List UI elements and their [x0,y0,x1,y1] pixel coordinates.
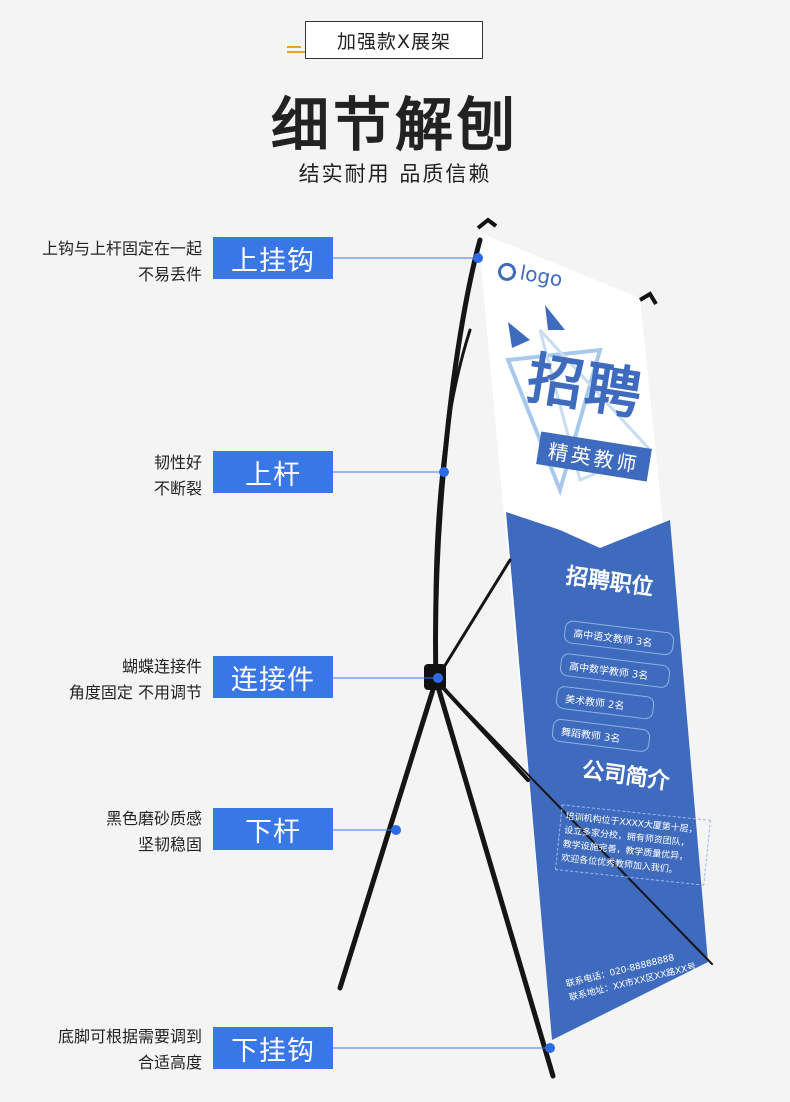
desc-line: 黑色磨砂质感 [105,809,202,828]
desc-line: 蝴蝶连接件 [121,657,202,676]
label-connector: 连接件 [213,656,333,698]
feature-desc-upper-pole: 韧性好 不断裂 [154,450,202,502]
desc-line: 上钩与上杆固定在一起 [41,239,202,258]
feature-desc-connector: 蝴蝶连接件 角度固定 不用调节 [69,654,202,706]
desc-line: 不易丢件 [137,265,202,284]
desc-line: 合适高度 [137,1053,202,1072]
feature-desc-bottom-hook: 底脚可根据需要调到 合适高度 [58,1024,202,1076]
tag-accent-lines [287,46,309,58]
feature-desc-lower-pole: 黑色磨砂质感 坚韧稳固 [106,806,202,858]
desc-line: 韧性好 [153,453,202,472]
desc-line: 底脚可根据需要调到 [57,1027,202,1046]
page-subtitle: 结实耐用 品质信赖 [298,162,492,186]
stand-frame [337,237,713,1079]
product-tag: 加强款X展架 [305,21,483,59]
label-lower-pole: 下杆 [213,808,333,850]
desc-line: 角度固定 不用调节 [68,683,202,702]
banner-sheet [478,232,708,1040]
feature-desc-top-hook: 上钩与上杆固定在一起 不易丢件 [42,236,202,288]
label-bottom-hook: 下挂钩 [213,1027,333,1069]
desc-line: 坚韧稳固 [137,835,202,854]
page-title: 细节解刨 [270,91,519,159]
marker-dots [391,253,555,1053]
label-top-hook: 上挂钩 [213,237,333,279]
label-upper-pole: 上杆 [213,451,333,493]
desc-line: 不断裂 [153,479,202,498]
